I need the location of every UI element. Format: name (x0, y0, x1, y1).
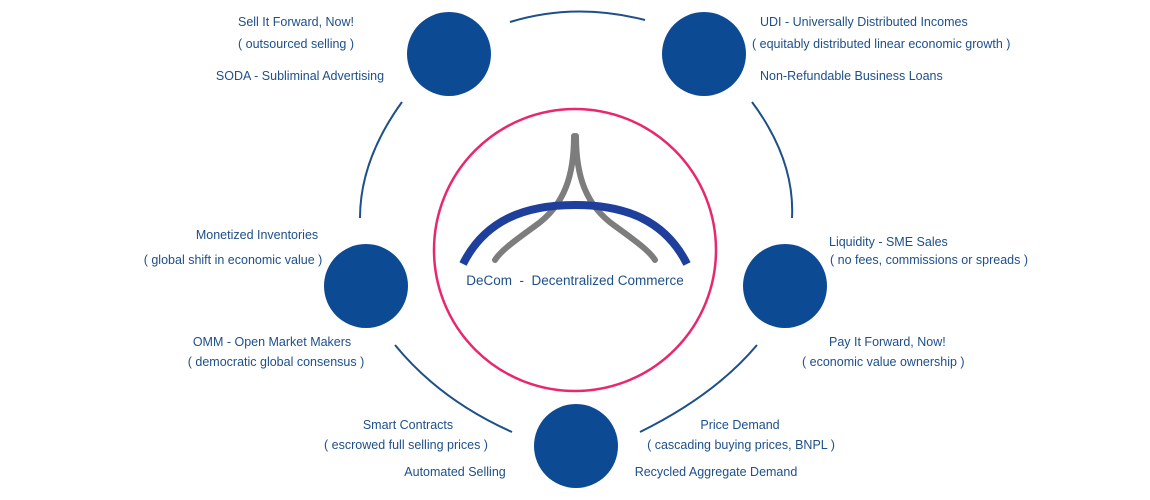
bottom-left-subtitle: ( escrowed full selling prices ) (324, 438, 488, 452)
logo-arch (459, 200, 691, 266)
logo-spire-right (573, 133, 658, 263)
node-bottom (534, 404, 618, 488)
ring-arc-upper-right (751, 101, 794, 219)
top-right-title: UDI - Universally Distributed Incomes (760, 15, 968, 29)
bottom-left-title: Smart Contracts (362, 418, 454, 432)
node-top-left (407, 12, 491, 96)
bottom-right-subtitle: ( cascading buying prices, BNPL ) (647, 438, 835, 452)
center-ring (432, 107, 718, 393)
bottom-right-footer: Recycled Aggregate Demand (634, 465, 798, 479)
bottom-right-title: Price Demand (700, 418, 780, 432)
node-right (743, 244, 827, 328)
top-left-footer: SODA - Subliminal Advertising (215, 69, 385, 83)
center-title: DeCom - Decentralized Commerce (466, 273, 684, 288)
node-top-right (662, 12, 746, 96)
left-title: Monetized Inventories (195, 228, 319, 242)
decom-logo-icon (459, 133, 691, 266)
left-footer-sub: ( democratic global consensus ) (187, 355, 365, 369)
ring-arc-lower-right (639, 344, 758, 433)
left-subtitle: ( global shift in economic value ) (143, 253, 323, 267)
right-title: Liquidity - SME Sales (829, 235, 948, 249)
top-left-subtitle: ( outsourced selling ) (237, 37, 355, 51)
right-footer: Pay It Forward, Now! (829, 335, 946, 349)
right-subtitle: ( no fees, commissions or spreads ) (830, 253, 1028, 267)
left-footer: OMM - Open Market Makers (192, 335, 352, 349)
right-footer-sub: ( economic value ownership ) (802, 355, 965, 369)
top-right-footer: Non-Refundable Business Loans (760, 69, 943, 83)
ring-arc-lower-left (394, 344, 513, 433)
ring-arc-top (509, 10, 646, 23)
top-left-title: Sell It Forward, Now! (237, 15, 355, 29)
node-left (324, 244, 408, 328)
top-right-subtitle: ( equitably distributed linear economic … (752, 37, 1011, 51)
logo-spire-left (492, 133, 577, 263)
ring-arc-upper-left (359, 101, 403, 219)
bottom-left-footer: Automated Selling (404, 465, 506, 479)
